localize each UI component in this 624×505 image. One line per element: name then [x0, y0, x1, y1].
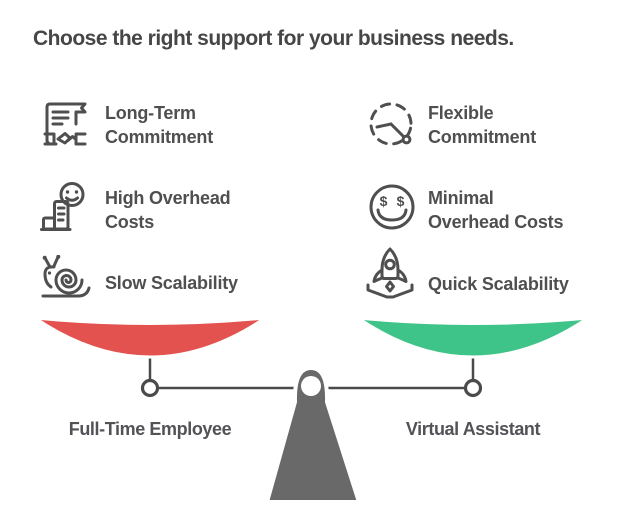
item-line: High Overhead — [105, 188, 231, 208]
list-item-quick-scalability: Quick Scalability — [428, 272, 569, 296]
list-item-flexible-commitment: Flexible Commitment — [428, 101, 536, 149]
item-line: Slow Scalability — [105, 273, 238, 293]
contract-handshake-icon — [39, 96, 91, 148]
rocket-launch-icon — [365, 246, 415, 304]
fulcrum-hole — [301, 376, 321, 396]
item-line: Commitment — [105, 127, 214, 147]
fulcrum — [265, 366, 361, 504]
item-line: Flexible — [428, 103, 494, 123]
left-scale-pan — [33, 316, 267, 359]
item-line: Long-Term — [105, 103, 196, 123]
invoice-smiley-icon — [39, 181, 91, 233]
item-line: Costs — [105, 212, 155, 232]
list-item-high-overhead-costs: High Overhead Costs — [105, 186, 231, 234]
item-line: Quick Scalability — [428, 274, 569, 294]
svg-text:$: $ — [380, 193, 388, 209]
right-pan-label: Virtual Assistant — [405, 419, 541, 439]
list-item-slow-scalability: Slow Scalability — [105, 271, 238, 295]
dashed-clock-icon — [366, 97, 418, 149]
left-beam-ring — [140, 378, 160, 398]
page-title: Choose the right support for your busine… — [33, 27, 514, 50]
list-item-long-term-commitment: Long-Term Commitment — [105, 101, 213, 149]
left-pan-label: Full-Time Employee — [68, 419, 232, 439]
right-beam-ring — [463, 378, 483, 398]
snail-icon — [36, 255, 92, 299]
list-item-minimal-overhead-costs: Minimal Overhead Costs — [428, 186, 563, 234]
money-smiley-icon: $ $ — [366, 181, 418, 233]
item-line: Minimal — [428, 188, 494, 208]
svg-text:$: $ — [397, 193, 405, 209]
item-line: Overhead Costs — [428, 212, 564, 232]
item-line: Commitment — [428, 127, 537, 147]
right-scale-pan — [356, 316, 590, 359]
